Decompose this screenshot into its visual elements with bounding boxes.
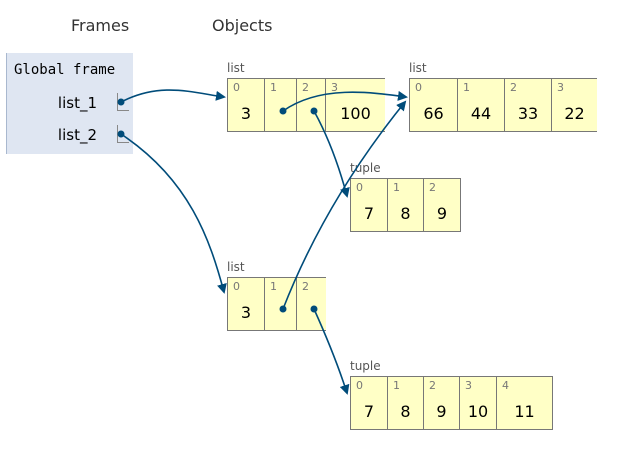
pointer-list-a-1-to-list-b xyxy=(282,90,408,112)
object-type-label: tuple xyxy=(350,161,381,175)
variable-name-list-1: list_1 xyxy=(57,94,97,112)
object-type-label: list xyxy=(227,61,245,75)
pointer-dot xyxy=(310,305,318,313)
object-type-label: list xyxy=(409,61,427,75)
frame-title: Global frame xyxy=(14,62,116,78)
pointer-list-2-to-list-c xyxy=(120,133,227,294)
list-cell: 2 xyxy=(297,79,326,131)
list-cell: 1 xyxy=(265,79,297,131)
pointer-list-a-2-to-tuple-a xyxy=(313,110,350,198)
list-cell: 2 xyxy=(302,280,309,293)
pointer-list-1-to-list-a xyxy=(120,89,226,103)
list-cell: 1 xyxy=(265,278,297,330)
pointer-dot xyxy=(279,107,287,115)
object-type-label: list xyxy=(227,260,245,274)
pointer-dot xyxy=(310,107,318,115)
objects-header: Objects xyxy=(212,16,273,35)
pointer-list-c-1-to-list-b xyxy=(282,100,407,310)
object-type-label: tuple xyxy=(350,359,381,373)
pointer-dot xyxy=(117,98,125,106)
pointer-list-c-2-to-tuple-b xyxy=(313,308,350,395)
pointer-dot xyxy=(117,130,125,138)
frames-header: Frames xyxy=(71,16,130,35)
variable-name-list-2: list_2 xyxy=(57,126,97,144)
pointer-dot xyxy=(279,305,287,313)
global-frame: Global frame list_1 list_2 xyxy=(6,53,133,154)
